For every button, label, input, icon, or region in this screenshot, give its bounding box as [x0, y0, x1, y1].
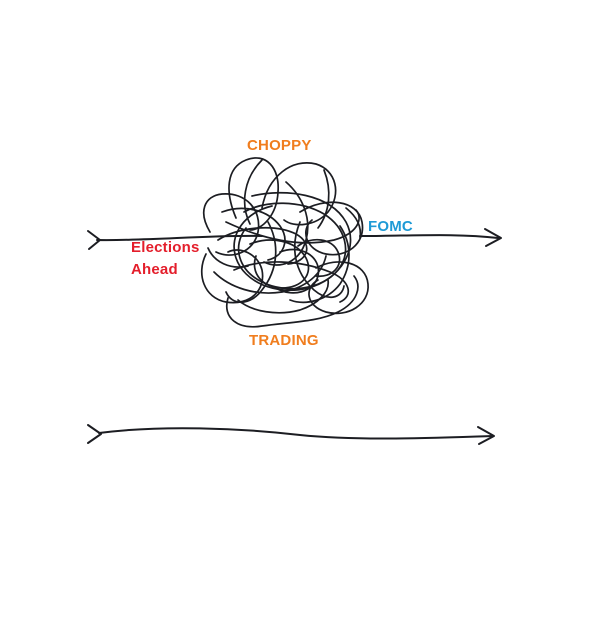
choppy-label: CHOPPY: [247, 137, 312, 154]
trading-label: TRADING: [249, 332, 319, 349]
scribble-tangle: [201, 157, 369, 328]
fomc-label: FOMC: [368, 218, 413, 235]
top-arrow-head-icon: [484, 228, 502, 247]
bottom-arrow-line: [98, 427, 493, 440]
top-arrow-line-in: [96, 234, 263, 242]
elections-label: Elections: [131, 239, 200, 256]
bottom-arrow-tail-icon: [87, 424, 102, 444]
top-arrow-line-out: [359, 234, 499, 239]
bottom-arrow-head-icon: [477, 426, 495, 445]
ahead-label: Ahead: [131, 261, 178, 278]
